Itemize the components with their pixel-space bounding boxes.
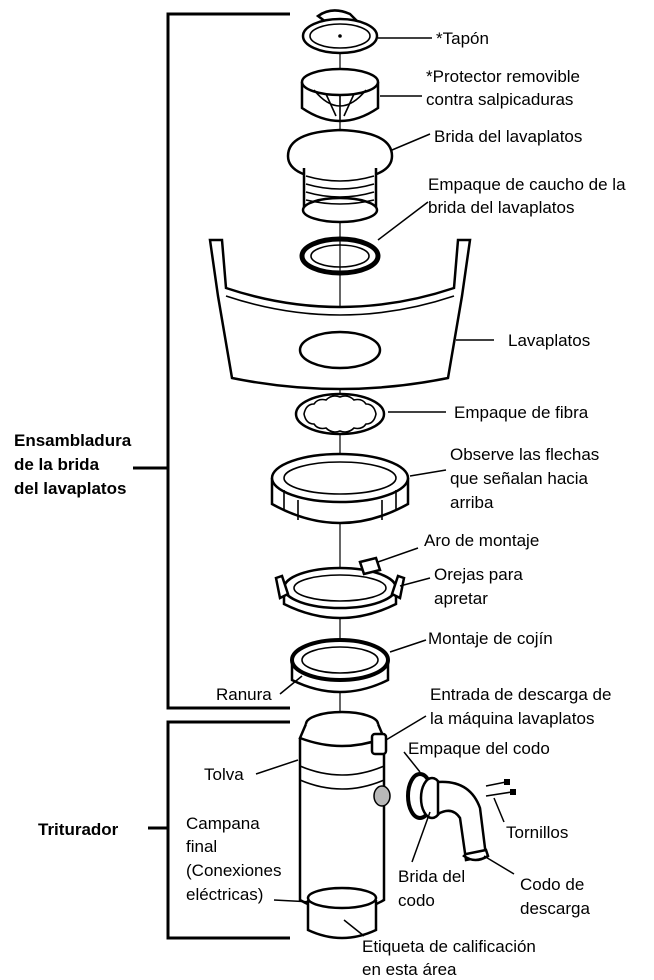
flange-assembly-label-line-3: del lavaplatos: [14, 479, 126, 498]
upper-mounting-ring-part: [270, 452, 410, 525]
arrows-note-line-3: arriba: [450, 493, 494, 512]
tightening-ears-label-line-1: Orejas para: [434, 565, 523, 584]
hopper-label: Tolva: [204, 765, 244, 784]
sink-flange-label: Brida del lavaplatos: [434, 127, 582, 146]
stopper-label: *Tapón: [436, 29, 489, 48]
cushion-mount-part: [290, 638, 390, 694]
dishwasher-inlet-label-line-1: Entrada de descarga de: [430, 685, 611, 704]
flange-assembly-label-line-1: Ensambladura: [14, 431, 132, 450]
sink-flange-part: [286, 128, 394, 224]
mounting-ring-part: [274, 556, 406, 620]
rubber-gasket-label-line-2: brida del lavaplatos: [428, 198, 574, 217]
arrows-note-line-2: que señalan hacia: [450, 469, 589, 488]
splash-guard-part: [300, 67, 380, 123]
stopper-part: [301, 9, 379, 55]
discharge-elbow-label-line-1: Codo de: [520, 875, 584, 894]
discharge-elbow-part: [406, 772, 516, 862]
flange-assembly-bracket: [166, 12, 290, 710]
fiber-gasket-part: [294, 392, 386, 436]
rating-label-line-2: en esta área: [362, 960, 457, 979]
disposer-bracket: [166, 720, 290, 940]
elbow-flange-label-line-1: Brida del: [398, 867, 465, 886]
rubber-gasket-label-line-1: Empaque de caucho de la: [428, 175, 626, 194]
mounting-ring-label: Aro de montaje: [424, 531, 539, 550]
arrows-note-line-1: Observe las flechas: [450, 445, 599, 464]
groove-label: Ranura: [216, 685, 272, 704]
disposer-body-part: [298, 710, 391, 940]
splash-guard-label-line-1: *Protector removible: [426, 67, 580, 86]
splash-guard-label-line-2: contra salpicaduras: [426, 90, 573, 109]
dishwasher-inlet-label-line-2: la máquina lavaplatos: [430, 709, 594, 728]
sink-part: [208, 238, 472, 391]
tightening-ears-label-line-2: apretar: [434, 589, 488, 608]
fiber-gasket-label: Empaque de fibra: [454, 403, 589, 422]
cushion-mount-label: Montaje de cojín: [428, 629, 553, 648]
sink-label: Lavaplatos: [508, 331, 590, 350]
discharge-elbow-label-line-2: descarga: [520, 899, 590, 918]
rating-label-line-1: Etiqueta de calificación: [362, 937, 536, 956]
elbow-flange-label-line-2: codo: [398, 891, 435, 910]
end-bell-label-line-2: final: [186, 837, 217, 856]
end-bell-label-line-1: Campana: [186, 814, 260, 833]
elbow-gasket-label: Empaque del codo: [408, 739, 550, 758]
screws-label: Tornillos: [506, 823, 568, 842]
end-bell-label-line-4: eléctricas): [186, 885, 263, 904]
disposer-label: Triturador: [38, 820, 119, 839]
end-bell-label-line-3: (Conexiones: [186, 861, 281, 880]
flange-assembly-label-line-2: de la brida: [14, 455, 100, 474]
rubber-gasket-part: [299, 236, 381, 276]
leader-lines: [255, 37, 515, 937]
